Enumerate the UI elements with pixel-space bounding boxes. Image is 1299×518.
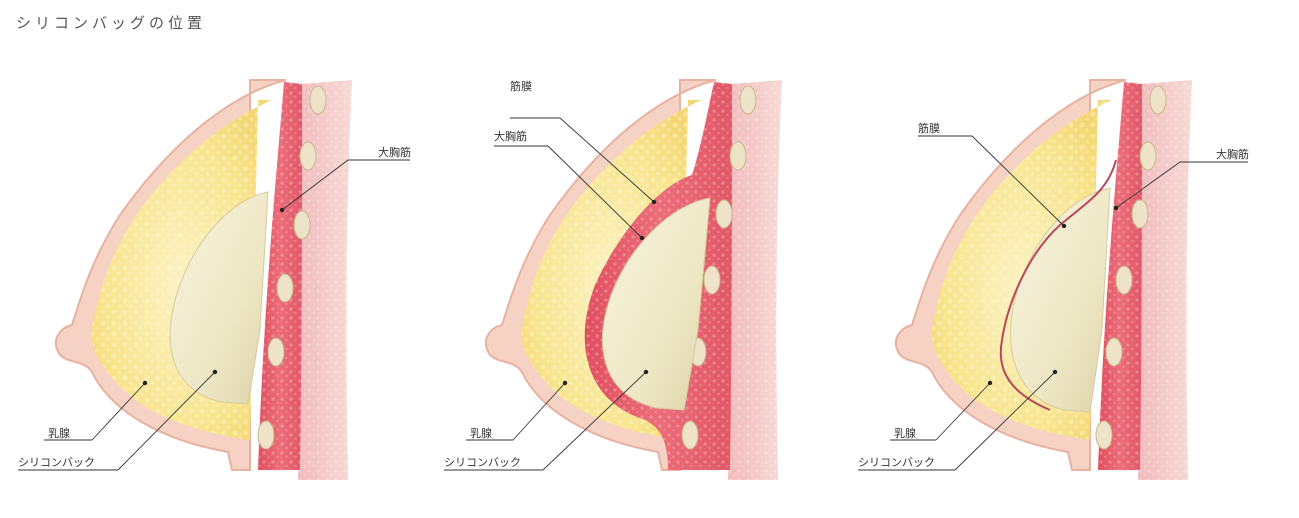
panel-subglandular: [54, 79, 352, 480]
ribs: [681, 85, 757, 450]
silicone-implant: [602, 197, 711, 411]
panel-1-annotations: 大胸筋 乳腺 シリコンバック: [18, 145, 411, 471]
label-mammary-gland: 乳腺: [894, 426, 916, 440]
panel-2-annotations: 筋膜 大胸筋 乳腺 シリコンバック: [444, 79, 657, 471]
page-title: シリコンバッグの位置: [16, 14, 207, 32]
ribs: [257, 85, 327, 450]
label-pectoralis-major: 大胸筋: [1216, 147, 1249, 161]
silicone-implant: [1010, 187, 1111, 413]
label-silicone-bag: シリコンバック: [858, 456, 935, 469]
fascia-line: [999, 159, 1117, 411]
label-fascia: 筋膜: [510, 79, 532, 93]
panel-subfascial: [894, 79, 1192, 480]
label-mammary-gland: 乳腺: [470, 426, 492, 440]
silicone-implant: [169, 191, 269, 405]
label-pectoralis-major: 大胸筋: [378, 145, 411, 159]
label-silicone-bag: シリコンバック: [444, 456, 521, 469]
panel-submuscular: [484, 79, 782, 480]
label-fascia: 筋膜: [918, 121, 940, 135]
ribs: [1095, 85, 1167, 450]
panel-3-annotations: 筋膜 大胸筋 乳腺 シリコンバック: [858, 121, 1249, 471]
label-pectoralis-major: 大胸筋: [494, 129, 527, 143]
label-mammary-gland: 乳腺: [48, 426, 70, 440]
label-silicone-bag: シリコンバック: [18, 456, 95, 469]
